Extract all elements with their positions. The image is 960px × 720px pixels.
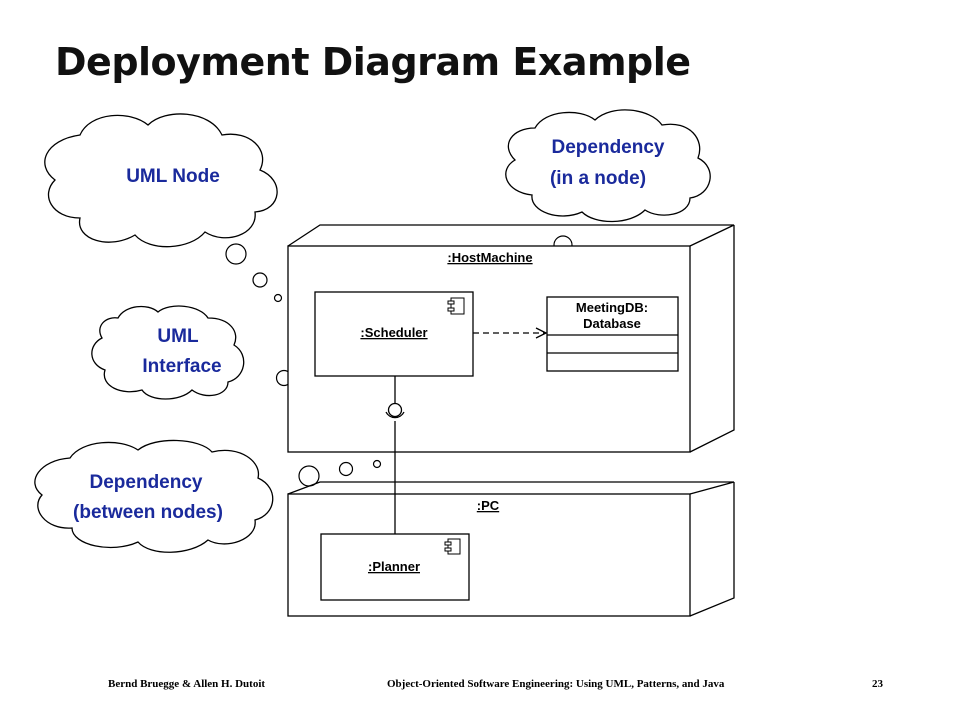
planner-component: :Planner (320, 533, 470, 601)
component-icon (447, 297, 465, 315)
bubble (273, 293, 283, 303)
cloud-uml-node: UML Node (44, 113, 278, 248)
callout-dependency-between-nodes-line2: (between nodes) (73, 502, 223, 523)
callout-uml-interface-line2: Interface (142, 356, 221, 377)
component-icon (444, 538, 461, 555)
footer-page-number: 23 (872, 678, 883, 690)
footer-book-title: Object-Oriented Software Engineering: Us… (387, 678, 725, 690)
cloud-uml-interface: UML Interface (91, 305, 245, 400)
callout-dependency-between-nodes-line1: Dependency (90, 472, 203, 493)
slide-title: Deployment Diagram Example (55, 40, 691, 84)
meetingdb-label-line2: Database (583, 316, 641, 331)
planner-label: :Planner (368, 559, 420, 574)
interface-ball (387, 402, 403, 418)
bubble (252, 272, 268, 288)
pc-node (287, 481, 735, 617)
meetingdb-class: MeetingDB: Database (546, 296, 679, 372)
cloud-dependency-between-nodes: Dependency (between nodes) (34, 439, 274, 553)
bubble (225, 243, 247, 265)
host-machine-label: :HostMachine (447, 250, 532, 265)
callout-dependency-in-node-line1: Dependency (552, 137, 665, 158)
scheduler-component: :Scheduler (314, 291, 474, 377)
callout-uml-interface-line1: UML (157, 326, 199, 347)
cloud-dependency-in-node: Dependency (in a node) (505, 109, 711, 223)
pc-label: :PC (477, 498, 500, 513)
scheduler-label: :Scheduler (360, 325, 427, 340)
bubble (338, 461, 354, 477)
callout-dependency-in-node-line2: (in a node) (550, 168, 646, 189)
meetingdb-label-line1: MeetingDB: (576, 300, 648, 315)
callout-uml-node-text: UML Node (126, 166, 220, 187)
footer-authors: Bernd Bruegge & Allen H. Dutoit (108, 678, 266, 690)
interface-socket (385, 411, 405, 419)
bubble (372, 459, 382, 469)
